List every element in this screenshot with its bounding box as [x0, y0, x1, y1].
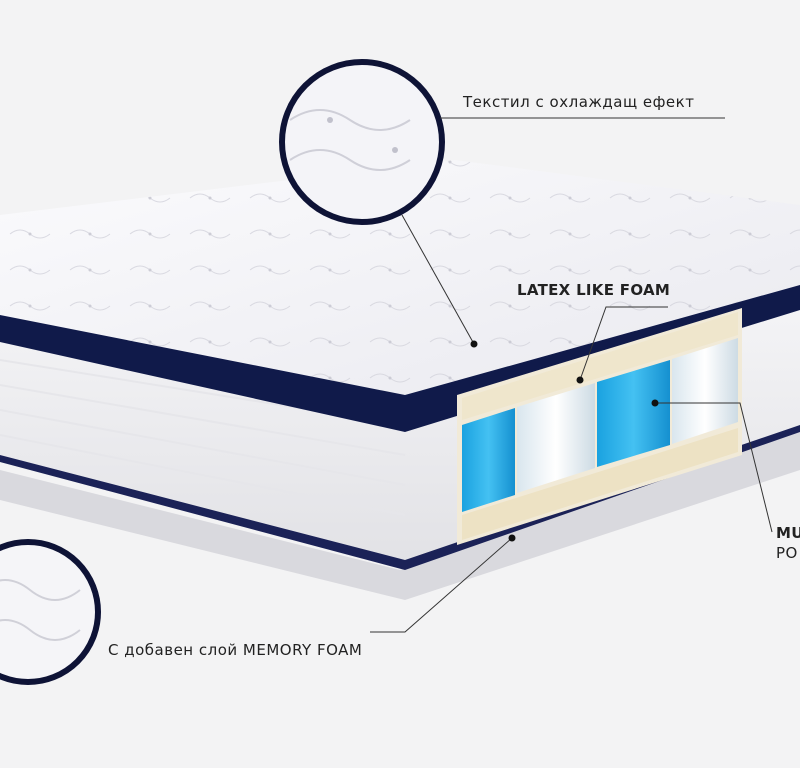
latex-foam-label: LATEX LIKE FOAM: [517, 281, 671, 299]
memory-foam-zoom: [0, 539, 101, 685]
callout-lines: [370, 117, 773, 633]
memory-foam-label: С добавен слой MEMORY FOAM: [108, 641, 363, 659]
mattress-shadow: [0, 430, 800, 600]
mattress-top: [0, 160, 800, 398]
cooling-fabric-zoom: [279, 59, 445, 225]
pocket-springs-label-line2: PO: [776, 544, 798, 562]
callout-dots: [470, 340, 659, 542]
cross-section: [457, 308, 742, 545]
pocket-springs-label-line1: MU: [776, 524, 800, 542]
cooling-fabric-label: Текстил с охлаждащ ефект: [463, 93, 695, 111]
